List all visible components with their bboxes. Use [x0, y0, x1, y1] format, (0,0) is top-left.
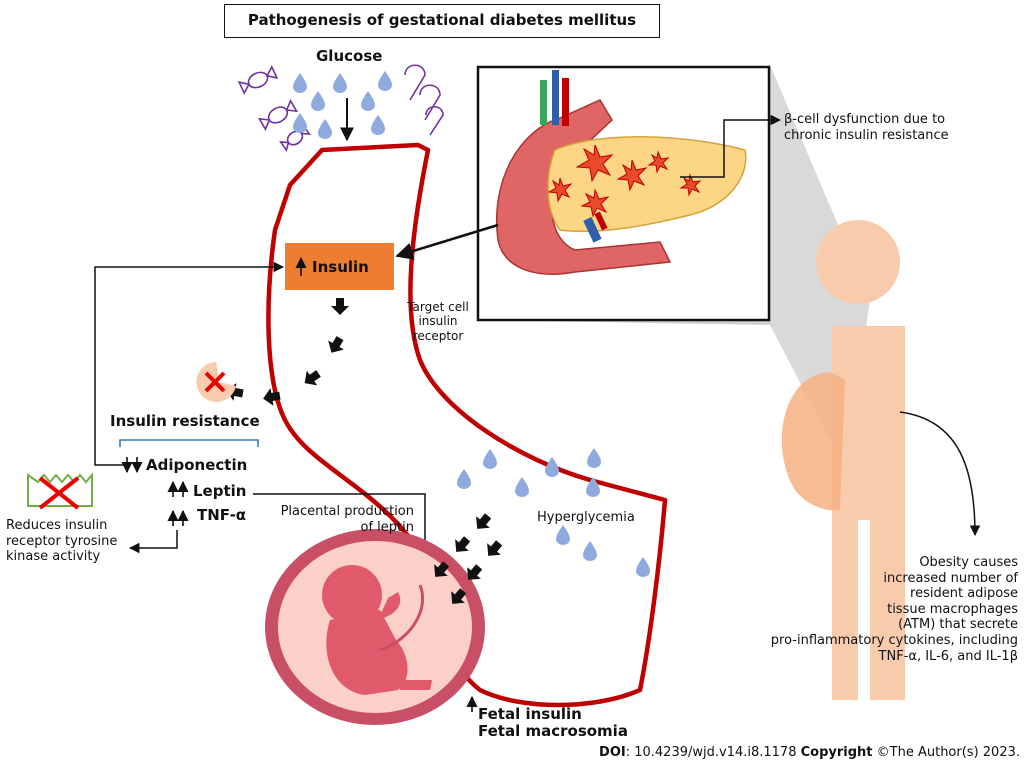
- obesity-pointer: [899, 411, 981, 537]
- tnf-effect-arrow: [128, 530, 178, 554]
- resistance-bracket: [119, 439, 259, 447]
- diagram-title: Pathogenesis of gestational diabetes mel…: [224, 4, 660, 38]
- leptin-label: Leptin: [193, 482, 247, 500]
- beta-cell-pointer: [680, 114, 782, 178]
- hyperglycemia-label: Hyperglycemia: [537, 510, 635, 525]
- glucose-label: Glucose: [316, 47, 383, 65]
- feedback-arrow: [94, 261, 285, 466]
- insulin-resistance-label: Insulin resistance: [110, 412, 260, 430]
- obesity-label: Obesity causes increased number of resid…: [770, 555, 1018, 664]
- reduces-insulin-label: Reduces insulin receptor tyrosine kinase…: [6, 518, 118, 565]
- insulin-flow-arrows: [224, 298, 349, 408]
- glucose-droplets: [293, 71, 392, 139]
- adiponectin-label: Adiponectin: [146, 456, 248, 474]
- pregnant-woman-silhouette: [781, 220, 905, 700]
- fetal-macrosomia-label: Fetal macrosomia: [478, 722, 628, 740]
- target-cell-receptor-label: Target cell insulin receptor: [407, 300, 469, 343]
- footer-citation: DOI: 10.4239/wjd.v14.i8.1178 Copyright ©…: [599, 745, 1020, 760]
- level-arrows: [121, 256, 478, 712]
- candy-icons: [237, 64, 444, 152]
- target-cell-outline: [266, 142, 668, 708]
- beta-cell-label: β-cell dysfunction due to chronic insuli…: [784, 112, 949, 143]
- placental-production-label: Placental production of leptin: [280, 504, 414, 535]
- pancreas-insulin-arrow: [395, 223, 499, 260]
- blocked-receptor-icon: [196, 362, 236, 402]
- fetal-insulin-label: Fetal insulin: [478, 705, 582, 723]
- insulin-label: Insulin: [312, 258, 369, 276]
- tnf-alpha-label: TNF-α: [197, 506, 247, 524]
- fetus-illustration: [265, 529, 485, 725]
- receptor-kinase-icon: [27, 472, 93, 510]
- pancreas-illustration: [496, 70, 747, 275]
